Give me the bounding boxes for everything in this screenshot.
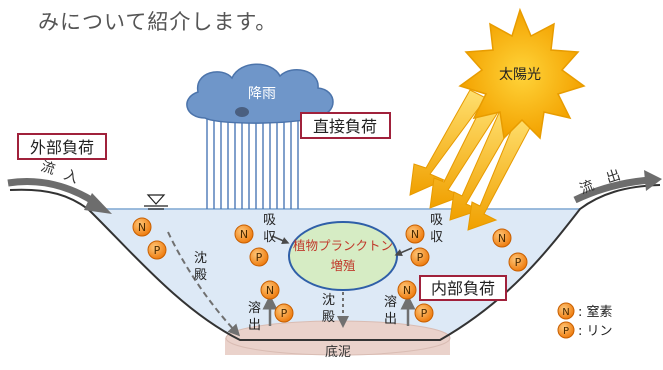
svg-text:P: P: [256, 251, 263, 264]
svg-text:N: N: [411, 228, 419, 241]
svg-text:P: P: [154, 244, 161, 257]
nitrogen-ball: N: [397, 280, 417, 300]
outflow-label-2: 出: [604, 167, 622, 187]
phosphorus-ball: P: [249, 247, 269, 267]
dissolve-label-right-1: 溶: [384, 295, 397, 310]
svg-text:P: P: [281, 307, 288, 320]
sediment-label-center-2: 殿: [322, 310, 335, 325]
plankton-label-2: 増殖: [330, 258, 355, 273]
phosphorus-ball: P: [410, 247, 430, 267]
phosphorus-ball: P: [414, 303, 434, 323]
legend-nitrogen-icon: N: [557, 302, 575, 320]
direct-load-label: 直接負荷: [313, 117, 377, 136]
page-heading: みについて紹介します。: [38, 10, 278, 34]
nitrogen-ball: N: [260, 280, 280, 300]
absorb-arrow-left: [271, 235, 290, 244]
legend: N : 窒素 P : リン: [557, 302, 613, 339]
dissolve-label-right-2: 出: [384, 312, 397, 327]
phosphorus-ball: P: [147, 240, 167, 260]
svg-text:P: P: [515, 256, 522, 269]
legend-nitrogen-label: : 窒素: [578, 304, 613, 320]
direct-load-box: [300, 112, 391, 139]
absorb-label-right-2: 収: [430, 230, 443, 245]
svg-text:P: P: [417, 251, 424, 264]
svg-text:N: N: [266, 284, 274, 297]
outflow-label-1: 流: [578, 178, 597, 198]
nitrogen-ball: N: [405, 224, 425, 244]
svg-text:P: P: [563, 326, 569, 337]
rain-lines: [206, 110, 299, 209]
rain-label: 降雨: [248, 86, 276, 102]
dissolve-label-left-1: 溶: [248, 301, 261, 316]
inflow-label-1: 流: [39, 159, 57, 179]
inflow-arrow-head: [84, 193, 112, 214]
sediment-label-left-1: 沈: [194, 251, 207, 266]
internal-load-box: [419, 275, 507, 301]
nitrogen-ball: N: [132, 217, 152, 237]
external-load-label: 外部負荷: [30, 138, 94, 157]
svg-text:N: N: [240, 228, 248, 241]
inflow-arrow: [7, 178, 98, 206]
nitrogen-ball: N: [492, 228, 512, 248]
internal-load-label: 内部負荷: [431, 279, 495, 298]
svg-text:P: P: [421, 307, 428, 320]
phosphorus-ball: P: [274, 303, 294, 323]
svg-text:N: N: [138, 221, 146, 234]
nitrogen-ball: N: [234, 224, 254, 244]
svg-text:N: N: [498, 232, 506, 245]
phosphorus-ball: P: [508, 252, 528, 272]
legend-phosphorus-icon: P: [557, 321, 575, 339]
svg-text:N: N: [562, 307, 569, 318]
external-load-box: [17, 133, 107, 160]
sun-icon: [458, 7, 586, 140]
svg-text:N: N: [403, 284, 411, 297]
mud-label: 底泥: [325, 344, 351, 360]
outflow-arrow: [573, 176, 651, 204]
sediment-label-center-1: 沈: [322, 293, 335, 308]
sun-label: 太陽光: [499, 67, 541, 83]
dissolve-label-left-2: 出: [248, 318, 261, 333]
inflow-label-2: 入: [62, 167, 81, 187]
ground-line: [9, 184, 661, 341]
sediment-label-left-2: 殿: [194, 268, 207, 283]
sediment-arrow-left: [167, 231, 241, 337]
outflow-arrow-head: [644, 170, 662, 191]
sun-rays: [409, 89, 535, 231]
absorb-arrow-right: [394, 247, 413, 256]
plankton-label-1: 植物プランクトン: [293, 238, 393, 253]
legend-phosphorus-label: : リン: [578, 324, 613, 339]
plankton-ellipse: [288, 221, 398, 291]
absorb-label-left-2: 収: [263, 230, 276, 245]
water-level-symbol: [144, 194, 168, 210]
absorb-label-left-1: 吸: [263, 213, 276, 228]
absorb-label-right-1: 吸: [430, 213, 443, 228]
